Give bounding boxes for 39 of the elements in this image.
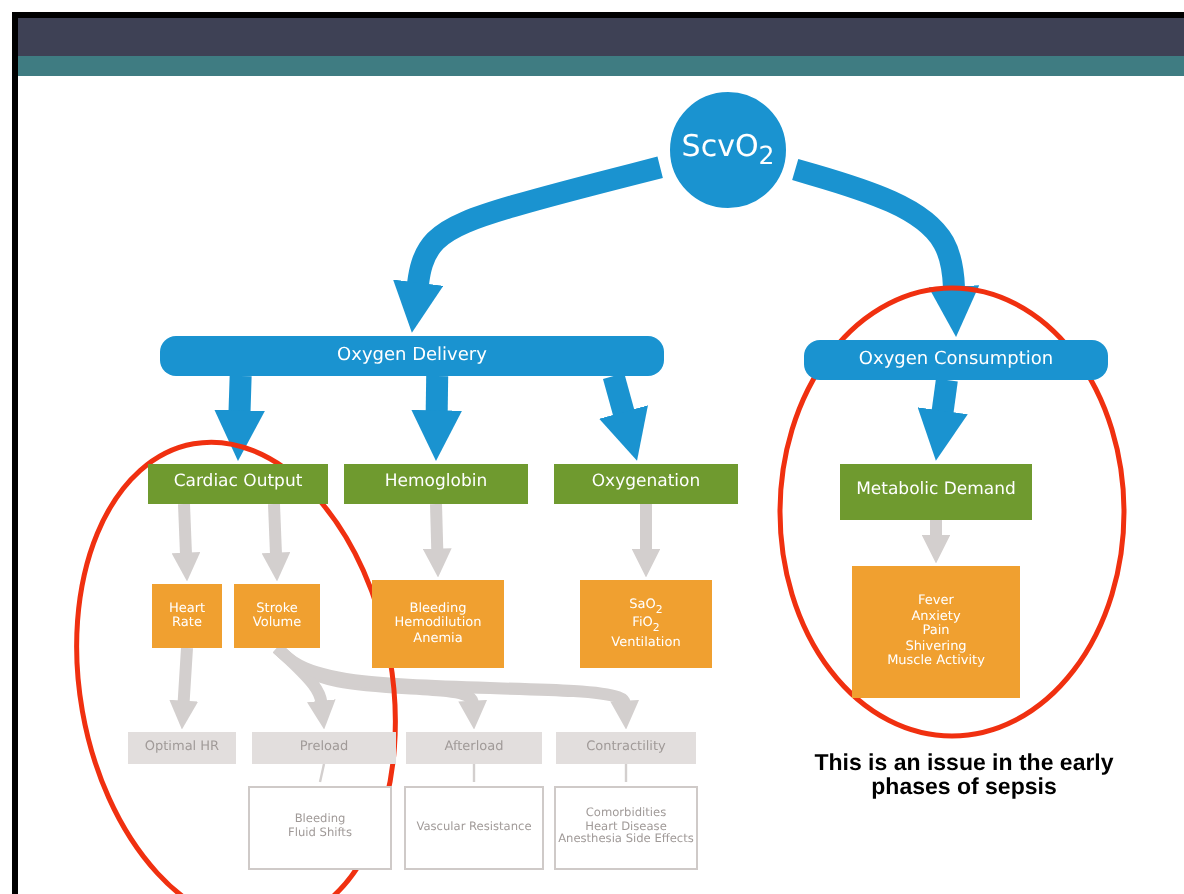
cause-box (554, 786, 698, 870)
node-text: Cardiac Output (173, 474, 303, 494)
detail-box (580, 580, 712, 668)
category-bar (160, 336, 664, 376)
detail-box (372, 580, 504, 668)
subfactor-box (128, 732, 236, 764)
subfactor-box (252, 732, 396, 764)
arrow (921, 520, 951, 564)
node-text: Metabolic Demand (856, 482, 1016, 502)
node-text: Oxygen Consumption (858, 349, 1054, 371)
arrow (631, 504, 661, 578)
factor-box (344, 464, 528, 504)
detail-box (152, 584, 222, 648)
factor-box (554, 464, 738, 504)
connector-line (318, 763, 326, 783)
subfactor-box (406, 732, 542, 764)
factor-box (840, 464, 1032, 520)
category-bar (804, 340, 1108, 380)
arrow (792, 159, 980, 337)
arrow (917, 378, 968, 461)
arrow (171, 503, 201, 582)
detail-box (852, 566, 1020, 698)
node-text: Oxygen Delivery (337, 345, 487, 367)
arrow (272, 643, 639, 730)
node-text: Hemoglobin (384, 474, 488, 494)
arrow (169, 647, 199, 730)
arrow (214, 375, 265, 461)
cause-box (248, 786, 392, 870)
annotation-text: This is an issue in the early phases of sepsis (812, 752, 1116, 800)
arrow (261, 503, 291, 582)
detail-box (234, 584, 320, 648)
subfactor-box (556, 732, 696, 764)
node-text: ScvO$_{2}$ (681, 129, 775, 171)
cause-box (404, 786, 544, 870)
arrow (422, 503, 452, 578)
factor-box (148, 464, 328, 504)
arrow (393, 156, 663, 333)
arrow (599, 373, 648, 461)
node-text: Oxygenation (591, 474, 701, 494)
